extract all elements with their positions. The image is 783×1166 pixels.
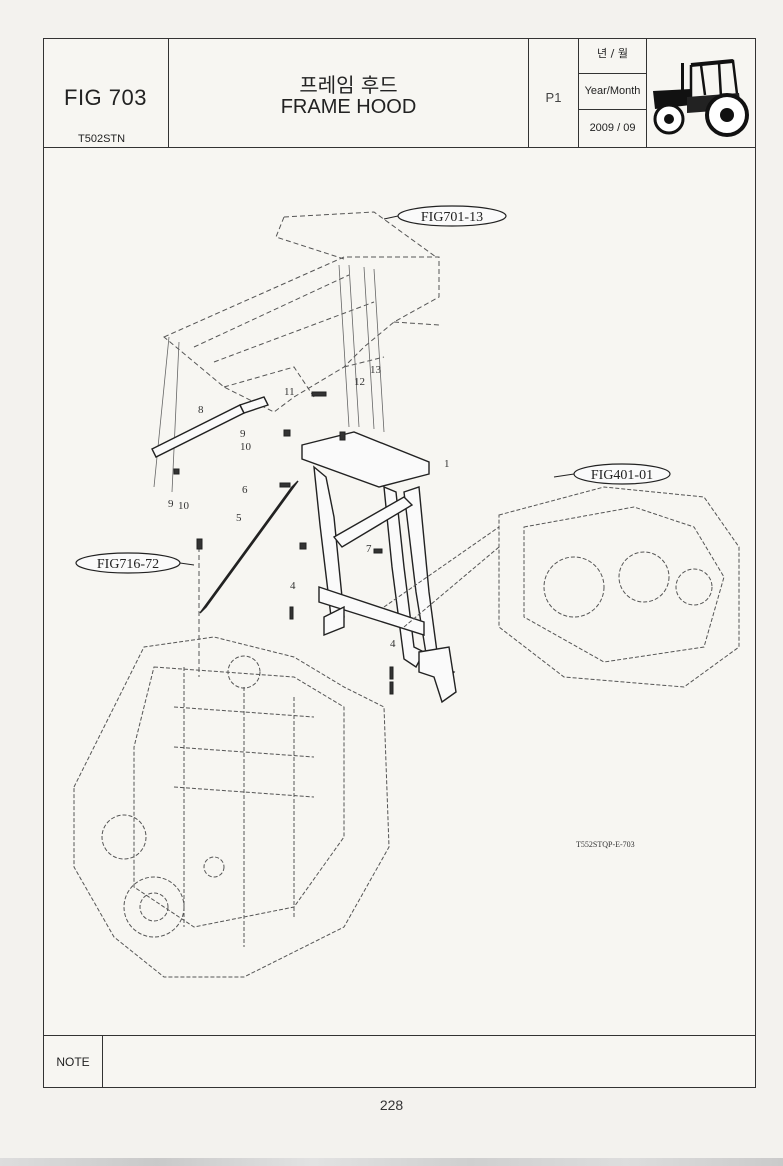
bolts (173, 391, 394, 695)
engine-assembly (73, 636, 390, 978)
thumbnail-cell (647, 39, 755, 147)
header-table: FIG 703 T502STN 프레임 후드 FRAME HOOD P1 년 /… (44, 39, 755, 148)
note-label: NOTE (44, 1036, 103, 1088)
part-number-4-lower: 4 (390, 638, 396, 650)
page-number: 228 (379, 1097, 404, 1113)
part-number-1: 1 (444, 458, 450, 470)
title-korean: 프레임 후드 (299, 73, 398, 97)
date-value: 2009 / 09 (589, 122, 636, 134)
note-row: NOTE (44, 1035, 755, 1088)
part-number-12: 12 (354, 376, 365, 388)
upper-frame-outline (163, 256, 440, 413)
parts-illustration: FIG701-13 FIG401-01 FIG716-72 1 4 4 5 6 … (73, 205, 740, 978)
part-number-10-upper: 10 (240, 441, 252, 453)
part-number-4-upper: 4 (290, 580, 296, 592)
part-number-13: 13 (370, 364, 382, 376)
date-label-english: Year/Month (579, 73, 646, 110)
tractor-icon (653, 59, 749, 137)
exploded-parts-drawing: FIG701-13 FIG401-01 FIG716-72 1 4 4 5 6 … (44, 147, 755, 1035)
drawing-code: T552STQP-E-703 (576, 840, 635, 849)
strut-part-5 (199, 480, 299, 614)
part-number-6: 6 (242, 484, 248, 496)
parts-sheet: FIG 703 T502STN 프레임 후드 FRAME HOOD P1 년 /… (43, 38, 756, 1088)
title-cell: 프레임 후드 FRAME HOOD (169, 39, 529, 147)
part-number-9-upper: 9 (240, 428, 246, 440)
part-number-11: 11 (284, 386, 295, 398)
part-number-9-lower: 9 (168, 498, 174, 510)
scan-edge-artifact (0, 1158, 783, 1166)
figure-cell: FIG 703 T502STN (44, 39, 169, 147)
part-number-7: 7 (366, 543, 372, 555)
callout-fig401-label: FIG401-01 (591, 468, 653, 483)
part-number-10-lower: 10 (178, 500, 190, 512)
date-label-korean: 년 / 월 (579, 39, 646, 74)
gas-strut-part-8 (151, 396, 269, 458)
date-cell: 년 / 월 Year/Month 2009 / 09 (579, 39, 647, 147)
callout-fig701-label: FIG701-13 (421, 210, 483, 225)
part-number-5: 5 (236, 512, 242, 524)
frame-part-1 (301, 431, 457, 704)
transmission-assembly (383, 486, 740, 688)
part-number-8: 8 (198, 404, 204, 416)
figure-number: FIG 703 (64, 85, 147, 110)
callout-fig716-label: FIG716-72 (97, 557, 159, 572)
title-english: FRAME HOOD (280, 96, 417, 118)
page-cell: P1 (529, 39, 579, 147)
page-label: P1 (545, 90, 562, 105)
model-code: T502STN (78, 133, 126, 145)
